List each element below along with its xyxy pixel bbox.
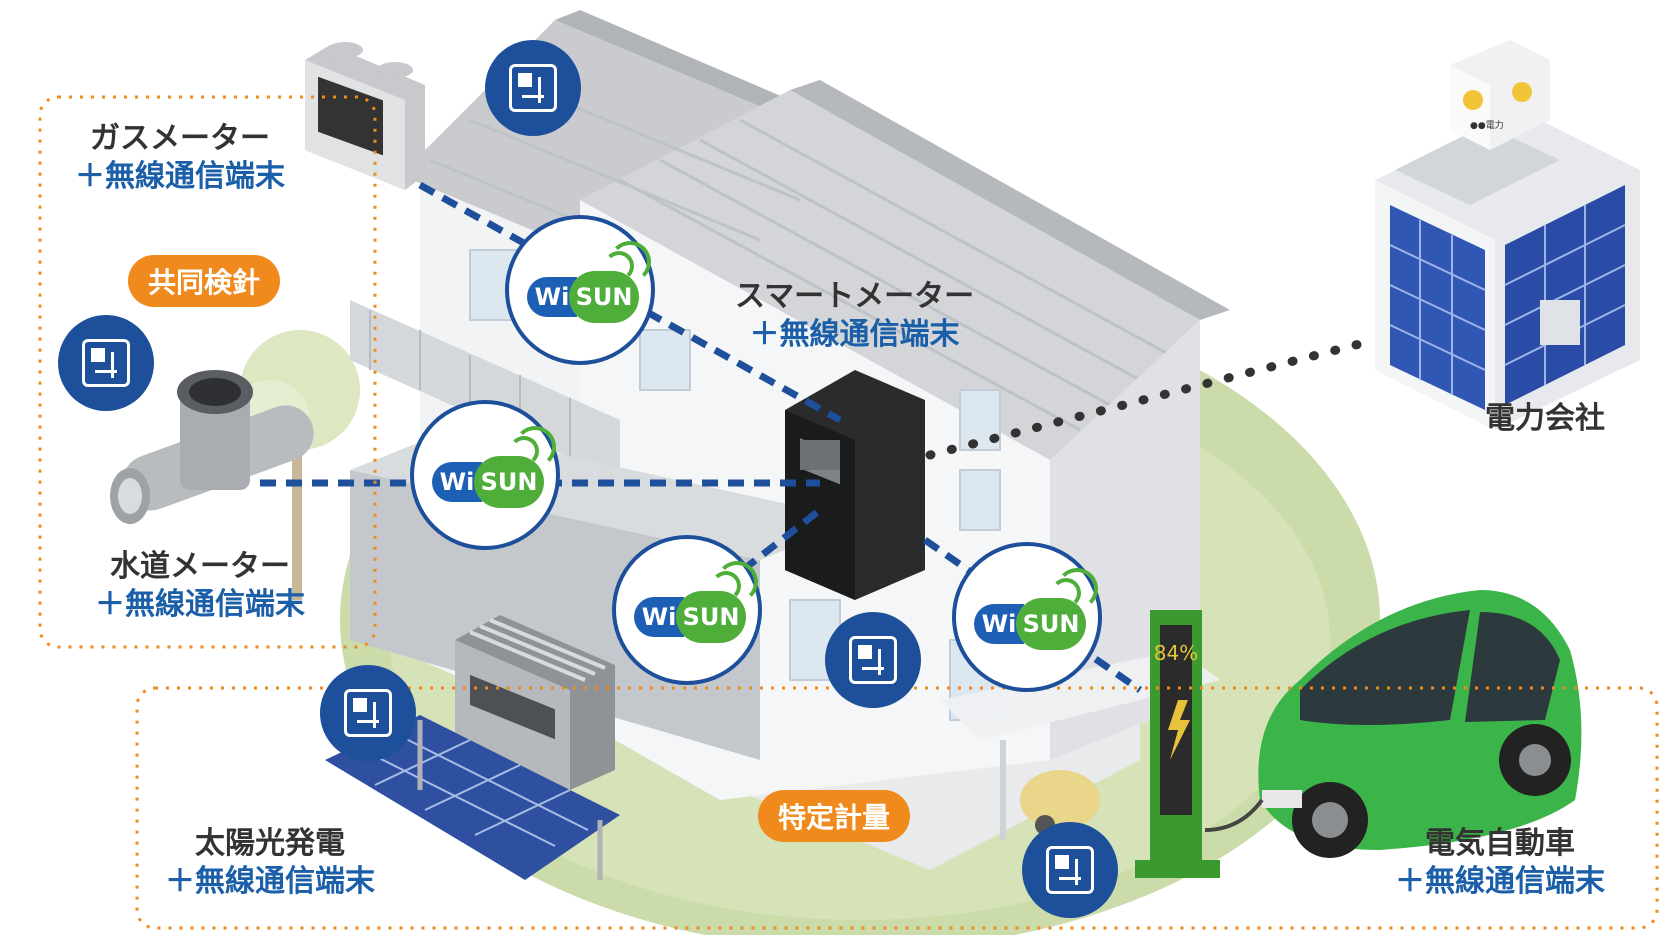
ev-subtitle: ＋無線通信端末 [1395, 863, 1605, 899]
joint-reading-group-frame [38, 95, 377, 649]
wireless-module-chip-icon [58, 315, 154, 411]
wireless-module-chip-icon [320, 665, 416, 761]
gas-meter-label: ガスメーター ＋無線通信端末 [75, 120, 285, 195]
gas-meter-title: ガスメーター [90, 121, 270, 156]
solar-panel-device [325, 715, 620, 880]
smart-meter-subtitle: ＋無線通信端末 [749, 316, 960, 352]
signal-arc-icon [716, 561, 758, 603]
building-sign-text: ●●電力 [1470, 119, 1504, 131]
power-company-title: 電力会社 [1485, 401, 1605, 436]
signal-arc-icon [609, 241, 651, 283]
solar-subtitle: ＋無線通信端末 [165, 863, 375, 899]
signal-arc-icon [1056, 568, 1098, 610]
smart-meter-device [785, 370, 925, 600]
solar-title: 太陽光発電 [195, 826, 345, 861]
smart-meter-title: スマートメーター [735, 279, 975, 314]
joint-reading-tag: 共同検針 [128, 255, 281, 307]
ev-label: 電気自動車 ＋無線通信端末 [1395, 825, 1605, 900]
wireless-module-chip-icon [485, 40, 581, 136]
ev-title: 電気自動車 [1425, 826, 1575, 861]
power-company-label: 電力会社 [1485, 400, 1605, 438]
wisun-wi-text: Wi [527, 277, 577, 317]
gas-meter-subtitle: ＋無線通信端末 [75, 158, 285, 194]
signal-arc-icon [514, 426, 556, 468]
gas-meter-device [305, 42, 425, 190]
smart-meter-label: スマートメーター ＋無線通信端末 [735, 278, 974, 353]
solar-label: 太陽光発電 ＋無線通信端末 [165, 825, 375, 900]
water-meter-label: 水道メーター ＋無線通信端末 [95, 548, 305, 623]
wisun-badge-gas: Wi SUN [505, 215, 655, 365]
wisun-wi-text: Wi [974, 604, 1024, 644]
water-meter-title: 水道メーター [110, 549, 290, 584]
wisun-badge-ev: Wi SUN [952, 542, 1102, 692]
wisun-wi-text: Wi [634, 597, 684, 637]
wisun-badge-solar: Wi SUN [612, 535, 762, 685]
water-meter-device [110, 370, 314, 524]
water-meter-subtitle: ＋無線通信端末 [95, 586, 305, 622]
ev-car-illustration [1204, 590, 1582, 858]
wisun-badge-water: Wi SUN [410, 400, 560, 550]
wisun-wi-text: Wi [432, 462, 482, 502]
house-illustration [350, 10, 1230, 870]
ev-charger-device: 84% [1135, 610, 1220, 878]
specific-measurement-tag: 特定計量 [758, 790, 911, 842]
specific-measurement-group-frame [135, 686, 1659, 930]
wireless-module-chip-icon [825, 612, 921, 708]
wireless-module-chip-icon [1022, 822, 1118, 918]
charger-display-text: 84% [1154, 641, 1198, 665]
power-company-building: ●●電力 [1375, 40, 1640, 430]
